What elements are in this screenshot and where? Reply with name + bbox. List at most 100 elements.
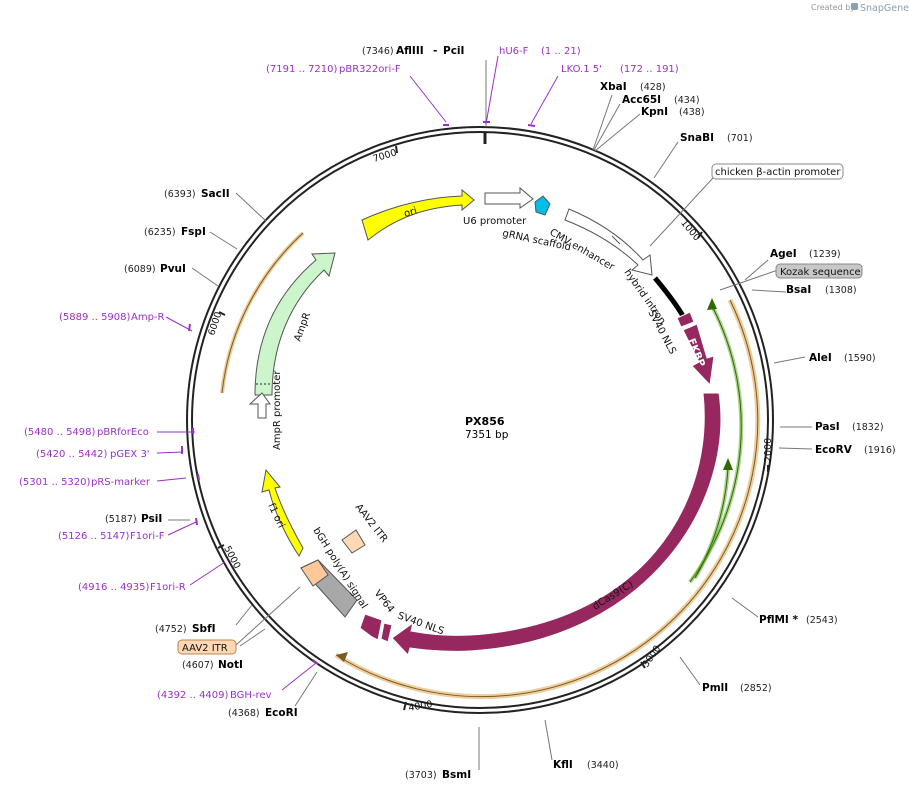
tick-1000: 1000 — [678, 218, 702, 244]
enzyme-sbfI: SbfI — [192, 623, 216, 635]
primer-prs: pRS-marker — [91, 477, 151, 488]
primer-f1orir: F1ori-R — [150, 582, 186, 593]
enzyme-pflMI-pos: (2543) — [806, 615, 838, 626]
enzyme-aleI-pos: (1590) — [844, 353, 876, 364]
primer-f1orif: F1ori-F — [130, 531, 165, 542]
amprprom-label: AmpR promoter — [272, 370, 283, 450]
enzyme-fspI: FspI — [181, 226, 206, 238]
orf-arcs — [220, 231, 761, 700]
primer-ampr: Amp-R — [131, 312, 165, 323]
primer-marks — [181, 121, 536, 665]
aav2-box-label: AAV2 ITR — [182, 643, 228, 654]
backbone-outer-ring — [186, 126, 774, 714]
primer-pbrforeco: pBRforEco — [97, 427, 149, 438]
enzyme-pciI: PciI — [443, 45, 464, 57]
vp64-label: VP64 — [372, 588, 396, 615]
primer-pbr322: pBR322ori-F — [339, 64, 401, 75]
tick-5000: 5000 — [221, 544, 242, 571]
enzyme-bsmI: BsmI — [442, 769, 471, 781]
primer-bgh-range: (4392 .. 4409) — [157, 690, 229, 701]
ori-feature[interactable]: ori — [361, 188, 475, 241]
enzyme-pmlI-pos: (2852) — [740, 683, 772, 694]
cmv-enhancer-feature[interactable]: CMV enhancer — [548, 208, 653, 276]
enzyme-ecoRI-pos: (4368) — [228, 708, 260, 719]
enzyme-ecoRI: EcoRI — [265, 707, 298, 719]
kozak-label: Kozak sequence — [780, 267, 861, 278]
primer-lko-range: (172 .. 191) — [620, 64, 679, 75]
enzyme-bsaI: BsaI — [786, 284, 811, 296]
enzyme-snaBI-pos: (701) — [727, 133, 753, 144]
snapgene-brand: SnapGene — [860, 3, 909, 14]
enzyme-pvuI-pos: (6089) — [124, 264, 156, 275]
plasmid-size: 7351 bp — [465, 429, 509, 441]
u6-label: U6 promoter — [463, 216, 527, 227]
primer-ampr-range: (5889 .. 5908) — [59, 312, 131, 323]
enzyme-aleI: AleI — [809, 352, 832, 364]
enzyme-sbfI-pos: (4752) — [155, 624, 187, 635]
enzyme-pflMI: PflMI * — [759, 614, 798, 626]
enzyme-aflIII-pos: (7346) — [362, 46, 394, 57]
enzyme-kpnI: KpnI — [641, 106, 668, 118]
primer-prs-range: (5301 .. 5320) — [19, 477, 91, 488]
ampr-label: AmpR — [292, 311, 313, 343]
enzyme-kpnI-pos: (438) — [679, 107, 705, 118]
svg-text:-: - — [433, 45, 437, 57]
enzyme-ageI-pos: (1239) — [809, 249, 841, 260]
enzyme-sacII: SacII — [201, 188, 230, 200]
primer-f1orir-range: (4916 .. 4935) — [78, 582, 150, 593]
enzyme-psiI-pos: (5187) — [105, 514, 137, 525]
tick-4000: 4000 — [408, 699, 434, 714]
connector-lines — [168, 60, 813, 770]
aav2-itr-label-box[interactable]: AAV2 ITR — [177, 639, 237, 655]
dcas9-feature[interactable]: dCas9(C) — [391, 392, 722, 656]
enzyme-xbaI: XbaI — [600, 81, 627, 93]
primer-f1orif-range: (5126 .. 5147) — [58, 531, 130, 542]
f1-ori-feature[interactable]: f1 ori — [261, 468, 304, 557]
enzyme-bsaI-pos: (1308) — [825, 285, 857, 296]
enzyme-fspI-pos: (6235) — [144, 227, 176, 238]
primer-hu6f-range: (1 .. 21) — [541, 46, 581, 57]
ampr-promoter-feature[interactable]: AmpR promoter — [248, 370, 283, 450]
enzyme-pmlI: PmlI — [702, 682, 728, 694]
enzyme-notI-pos: (4607) — [182, 660, 214, 671]
created-by-text: Created by — [811, 3, 855, 12]
enzyme-ecoRV-pos: (1916) — [864, 445, 896, 456]
primer-pgex: pGEX 3' — [110, 449, 150, 460]
primer-connectors — [156, 55, 559, 691]
primer-labels: hU6-F (1 .. 21) LKO.1 5' (172 .. 191) (7… — [19, 46, 679, 701]
u6-promoter-feature[interactable]: U6 promoter — [463, 186, 534, 227]
enzyme-bsmI-pos: (3703) — [405, 770, 437, 781]
primer-pbr322-range: (7191 .. 7210) — [266, 64, 338, 75]
enzyme-kflI: KflI — [553, 759, 573, 771]
chicken-label: chicken β-actin promoter — [715, 167, 841, 178]
primer-bgh: BGH-rev — [230, 690, 272, 701]
enzyme-xbaI-pos: (428) — [640, 82, 666, 93]
enzyme-pasI: PasI — [815, 421, 840, 433]
plasmid-name: PX856 — [465, 415, 505, 428]
enzyme-sacII-pos: (6393) — [164, 189, 196, 200]
backbone-inner-ring — [191, 131, 769, 709]
tick-7000: 7000 — [372, 147, 398, 165]
enzyme-snaBI: SnaBI — [680, 132, 714, 144]
enzyme-labels: (7346) AflIII - PciI XbaI (428) Acc65I (… — [105, 45, 896, 781]
enzyme-pasI-pos: (1832) — [852, 422, 884, 433]
enzyme-acc65I-pos: (434) — [674, 95, 700, 106]
tick-6000: 6000 — [206, 311, 224, 337]
enzyme-acc65I: Acc65I — [622, 94, 661, 106]
primer-pgex-range: (5420 .. 5442) — [36, 449, 108, 460]
enzyme-aflIII: AflIII — [396, 45, 424, 57]
primer-pbrforeco-range: (5480 .. 5498) — [24, 427, 96, 438]
snapgene-logo-icon — [851, 3, 858, 10]
aav2-itr-feature[interactable]: AAV2 ITR — [341, 502, 389, 554]
enzyme-ecoRV: EcoRV — [815, 444, 853, 456]
enzyme-ageI: AgeI — [770, 248, 797, 260]
enzyme-psiI: PsiI — [141, 513, 162, 525]
primer-lko: LKO.1 5' — [561, 64, 602, 75]
kozak-sequence-label-box[interactable]: Kozak sequence — [775, 263, 863, 279]
chicken-actin-promoter-label-box[interactable]: chicken β-actin promoter — [711, 163, 844, 180]
enzyme-pvuI: PvuI — [160, 263, 186, 275]
ori-label: ori — [403, 206, 419, 220]
enzyme-kflI-pos: (3440) — [587, 760, 619, 771]
fkbp-feature[interactable]: FKBP — [682, 323, 715, 387]
